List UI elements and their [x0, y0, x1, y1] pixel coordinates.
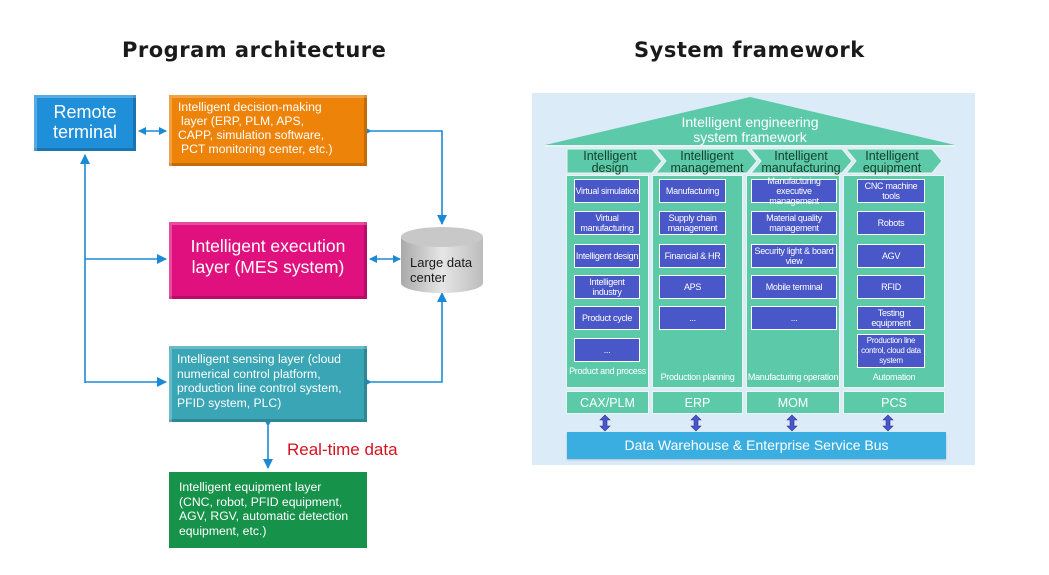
double-arrow-icon	[882, 414, 894, 432]
decision-layer-box: Intelligent decision-making layer (ERP, …	[169, 95, 367, 166]
framework-item: Intelligent design	[574, 244, 640, 268]
decision-layer-text-line: CAPP, simulation software,	[178, 128, 325, 142]
chevron-manufacturing	[749, 148, 853, 174]
column-footer: Manufacturing operation	[747, 372, 839, 382]
column-head-line: design	[591, 161, 629, 175]
framework-item: Financial & HR	[659, 244, 726, 268]
column-footer: Production planning	[660, 372, 735, 382]
column-footer: Automation	[872, 372, 916, 382]
framework-item: Virtual manufacturing	[574, 211, 640, 235]
equipment-layer-text-line: equipment, etc.)	[179, 523, 267, 538]
framework-item: APS	[659, 275, 726, 299]
framework-item: ...	[574, 338, 640, 362]
sensing-layer-text-line: Intelligent sensing layer (cloud	[177, 352, 341, 366]
column-head-line: Intelligent	[774, 149, 828, 163]
double-arrow-icon	[599, 414, 611, 432]
sensing-datacenter-connector	[362, 292, 447, 387]
remote-terminal-box: Remote terminal	[34, 95, 136, 151]
roof-title-line2: system framework	[693, 129, 807, 145]
system-cax-plm: CAX/PLM	[566, 391, 649, 414]
column-head-line: Intelligent	[865, 149, 919, 163]
framework-item: Mobile terminal	[751, 275, 837, 299]
framework-item: CNC machine tools	[857, 179, 925, 203]
framework-item: AGV	[857, 244, 925, 268]
column-head-management: Intelligent management	[664, 149, 750, 175]
framework-item: RFID	[857, 275, 925, 299]
column-head-manufacturing: Intelligent manufacturing	[757, 149, 845, 175]
remote-terminal-line1: Remote	[53, 102, 117, 122]
decision-layer-text-line: layer (ERP, PLM, APS,	[181, 114, 305, 128]
column-head-line: Intelligent	[583, 149, 637, 163]
system-framework-title: System framework	[634, 38, 865, 62]
execution-layer-text-line: Intelligent execution	[190, 236, 346, 256]
equipment-layer-text-line: AGV, RGV, automatic detection	[179, 509, 349, 523]
system-erp: ERP	[652, 391, 743, 414]
equipment-layer-text-line: Intelligent equipment layer	[179, 480, 322, 494]
chevron-design	[566, 148, 663, 174]
framework-item: Manufacturing executive management	[751, 176, 837, 206]
framework-item: Manufacturing	[659, 179, 726, 203]
data-center-label: Large data center	[410, 255, 472, 285]
sensing-layer-text-line: numerical control platform,	[177, 366, 321, 381]
system-mom: MOM	[746, 391, 840, 414]
realtime-data-label: Real-time data	[287, 440, 398, 459]
roof-title: Intelligent engineering system framework	[645, 115, 855, 145]
decision-layer-text-line: PCT monitoring center, etc.)	[181, 142, 333, 156]
framework-item: Security light & board view	[751, 244, 837, 268]
system-pcs: PCS	[843, 391, 945, 414]
program-architecture-title: Program architecture	[122, 38, 387, 62]
roof-shape	[545, 97, 955, 145]
equipment-layer-text-line: (CNC, robot, PFID equipment,	[179, 494, 343, 509]
database-cylinder-icon	[401, 227, 483, 293]
data-center-text-line: Large data	[410, 255, 473, 270]
framework-item: Product cycle	[574, 306, 640, 330]
framework-item: Robots	[857, 211, 925, 235]
framework-item: ...	[751, 306, 837, 330]
sensing-layer-box: Intelligent sensing layer (cloud numeric…	[169, 346, 367, 422]
column-head-line: management	[670, 161, 744, 175]
data-warehouse-bus: Data Warehouse & Enterprise Service Bus	[567, 432, 946, 459]
framework-item: Intelligent industry	[574, 275, 640, 299]
data-center-text-line: center	[410, 270, 447, 285]
execution-layer-text-line: layer (MES system)	[191, 257, 345, 277]
framework-item: Supply chain management	[659, 211, 726, 235]
decision-datacenter-connector	[362, 126, 447, 225]
framework-item: ...	[659, 306, 726, 330]
column-head-line: manufacturing	[761, 161, 841, 175]
framework-item: Material quality management	[751, 211, 837, 235]
decision-layer-text-line: Intelligent decision-making	[178, 100, 322, 114]
framework-item: Production line control, cloud data syst…	[857, 334, 925, 368]
double-arrow-icon	[690, 414, 702, 432]
roof-title-line1: Intelligent engineering	[681, 114, 819, 130]
framework-item: Testing equipment	[857, 306, 925, 330]
remote-terminal-line2: terminal	[52, 122, 118, 142]
framework-item: Virtual simulation	[574, 179, 640, 203]
execution-layer-box: Intelligent execution layer (MES system)	[169, 222, 367, 299]
column-head-line: equipment	[862, 161, 922, 175]
sensing-layer-text-line: production line control system,	[177, 381, 342, 395]
equipment-layer-box: Intelligent equipment layer (CNC, robot,…	[169, 472, 367, 548]
column-head-line: Intelligent	[680, 149, 734, 163]
column-head-equipment: Intelligent equipment	[852, 149, 932, 175]
column-head-design: Intelligent design	[567, 149, 653, 175]
chevron-management	[654, 148, 758, 174]
chevron-equipment	[844, 148, 943, 174]
column-footer: Product and process	[569, 366, 646, 376]
sensing-layer-text-line: PFID system, PLC)	[177, 395, 282, 410]
double-arrow-icon	[786, 414, 798, 432]
